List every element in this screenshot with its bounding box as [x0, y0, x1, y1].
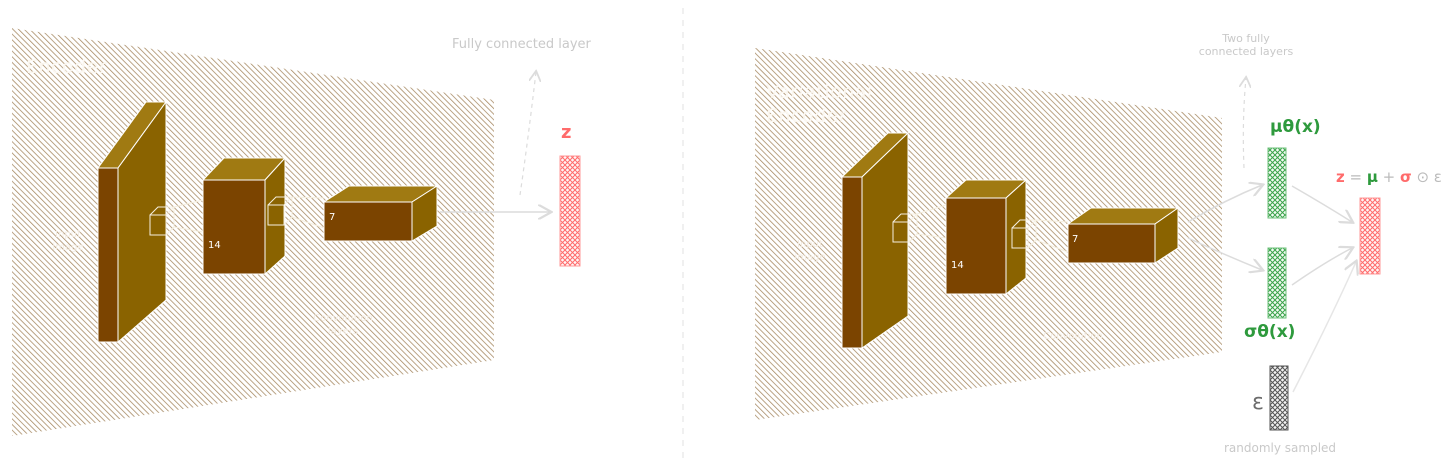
formula-odot: ⊙ — [1411, 168, 1434, 186]
arrow-eps-to-z — [1292, 262, 1356, 393]
right-kernel-2 — [1011, 219, 1069, 253]
mu-vector — [1267, 147, 1287, 219]
left-box2-size: 14 — [208, 240, 221, 251]
right-input-volume — [840, 131, 910, 349]
left-z-vector — [559, 155, 581, 267]
right-fc-pointer — [1243, 78, 1246, 169]
epsilon-label: ε — [1252, 390, 1264, 415]
left-input-label: Input image — [52, 229, 84, 253]
right-conv-label: Convolution — [1043, 331, 1103, 342]
left-encoder-title: Encoder — [26, 56, 108, 78]
arrow-mu-to-z — [1291, 185, 1352, 222]
arrow-to-sigma — [1187, 237, 1262, 270]
mu-label: μθ(x) — [1270, 117, 1321, 137]
right-z-vector — [1359, 197, 1381, 275]
right-kernel-1 — [892, 204, 947, 243]
sigma-vector — [1267, 247, 1287, 319]
arrow-sigma-to-z — [1291, 248, 1352, 286]
left-conv-label: Convolution layers — [313, 313, 373, 337]
epsilon-vector — [1269, 365, 1289, 431]
right-input-label: Input image — [794, 239, 826, 263]
right-encoder-title: Variational Encoder — [766, 81, 873, 127]
left-conv-volume-14 — [201, 156, 287, 276]
right-box3-size: 7 — [1072, 234, 1079, 245]
right-fc-label: Two fully connected layers — [1198, 32, 1294, 58]
left-fc-pointer — [519, 72, 536, 196]
left-box3-size: 7 — [329, 212, 336, 223]
left-fc-label: Fully connected layer — [452, 37, 591, 52]
formula-sigma: σ — [1400, 168, 1412, 186]
formula-z: z — [1336, 168, 1345, 186]
formula-mu: μ — [1366, 168, 1378, 186]
arrow-to-mu — [1187, 185, 1262, 223]
left-kernel-2 — [267, 196, 325, 229]
formula-plus: + — [1377, 168, 1400, 186]
left-z-label: z — [561, 122, 572, 143]
reparam-formula: z = μ + σ ⊙ ε — [1336, 168, 1442, 186]
sigma-label: σθ(x) — [1244, 322, 1296, 342]
right-variational-encoder — [755, 48, 1381, 431]
left-conv-volume-7 — [322, 185, 439, 242]
formula-eps: ε — [1433, 168, 1442, 186]
random-label: randomly sampled — [1224, 441, 1337, 455]
formula-eq: = — [1344, 168, 1367, 186]
left-input-volume — [97, 100, 167, 344]
right-box2-size: 14 — [951, 260, 964, 271]
right-conv-volume-7 — [1066, 207, 1180, 264]
right-conv-volume-14 — [944, 178, 1028, 296]
left-kernel-1 — [149, 199, 204, 236]
left-encoder — [12, 28, 581, 436]
